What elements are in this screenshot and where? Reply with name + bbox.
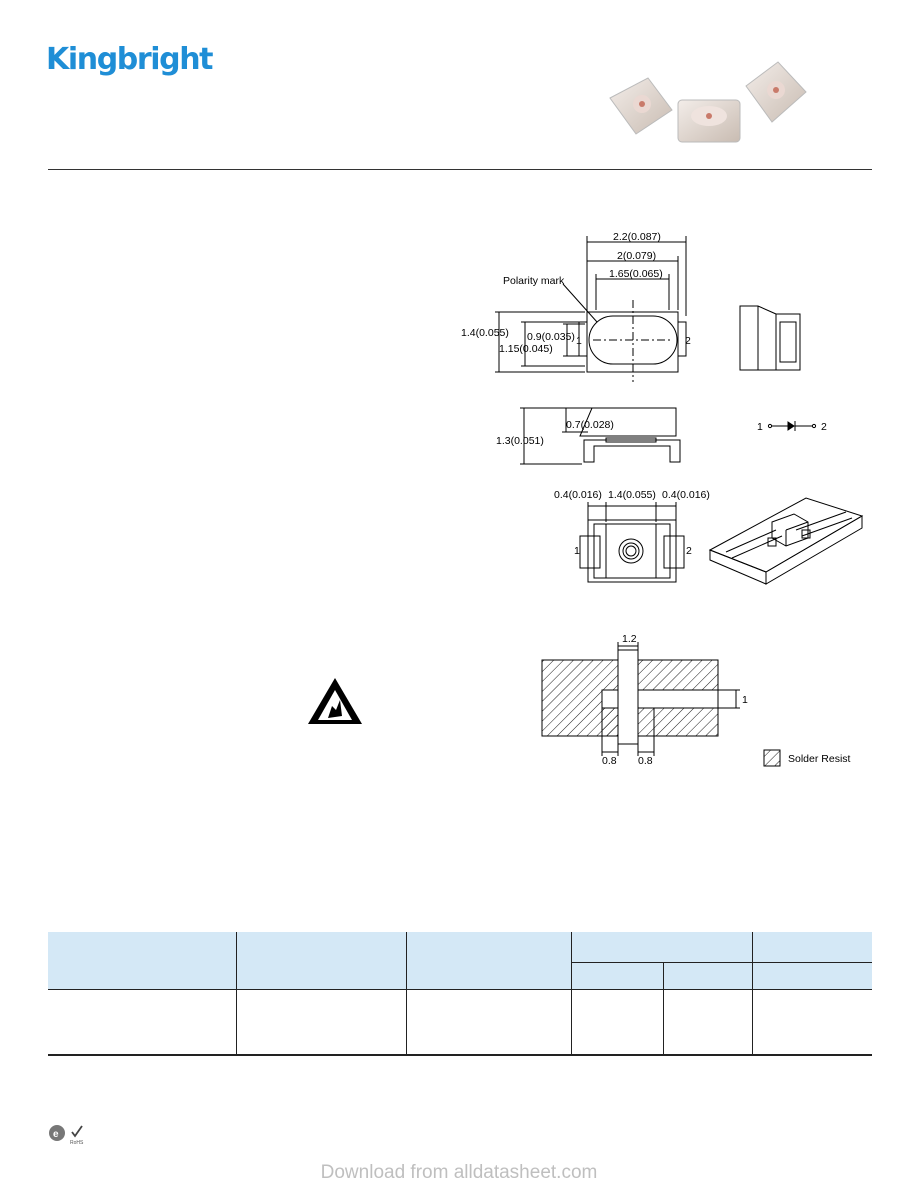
table-header-cell (571, 932, 753, 963)
compliance-logos: e RoHS (49, 1125, 84, 1146)
dim-body-width: 2(0.079) (617, 250, 656, 262)
dim-pad-right-width: 0.8 (638, 755, 653, 767)
led-package-left (609, 77, 673, 135)
bottom-view-drawing: 0.4(0.016) 1.4(0.055) 0.4(0.016) 1 2 (554, 489, 710, 583)
dim-pad-left: 0.4(0.016) (554, 489, 602, 501)
table-cell (571, 989, 664, 1056)
dim-body-height: 1.15(0.045) (499, 343, 553, 355)
svg-text:RoHS: RoHS (70, 1140, 84, 1146)
polarity-mark-label: Polarity mark (503, 275, 565, 287)
footer-watermark: Download from alldatasheet.com (320, 1162, 598, 1183)
dim-total-height: 1.3(0.051) (496, 435, 544, 447)
table-cell (236, 989, 407, 1056)
bottom-pin1: 1 (574, 545, 580, 557)
esd-warning-icon (308, 678, 362, 724)
pin2-label: 2 (685, 335, 691, 347)
dim-pad-right: 0.4(0.016) (662, 489, 710, 501)
diode-schematic: 1 2 (757, 421, 827, 433)
pin1-label: 1 (576, 335, 582, 347)
table-header-cell (236, 932, 407, 990)
led-package-center (677, 99, 741, 143)
table-cell (48, 989, 237, 1056)
product-photo (609, 61, 807, 143)
dim-overall-width: 2.2(0.087) (613, 231, 661, 243)
dim-pad-gap: 1.2 (622, 633, 637, 645)
table-subheader-cell (571, 962, 664, 990)
table-cell (406, 989, 572, 1056)
dim-center-spacing: 1.4(0.055) (608, 489, 656, 501)
table-header-cell (48, 932, 237, 990)
table-header-cell (406, 932, 572, 990)
dim-lens-height-side: 0.7(0.028) (566, 419, 614, 431)
table-subheader-cell (752, 962, 872, 990)
led-package-right (745, 61, 807, 123)
table-cell (752, 989, 872, 1056)
table-cell (663, 989, 753, 1056)
dim-pad-height: 1 (742, 694, 748, 706)
e-mark-logo: e (49, 1125, 65, 1141)
schematic-pin2: 2 (821, 421, 827, 433)
solder-resist-swatch (763, 749, 781, 767)
table-header-cell (752, 932, 872, 963)
table-subheader-cell (663, 962, 753, 990)
dim-lens-height: 0.9(0.035) (527, 331, 575, 343)
solder-resist-label: Solder Resist (788, 753, 851, 765)
table-row (48, 989, 872, 1056)
kingbright-logo: Kingbright (46, 42, 213, 77)
spec-table (48, 932, 872, 1056)
svg-text:e: e (53, 1129, 59, 1140)
pcb-mount-perspective (708, 497, 864, 585)
header-divider (48, 169, 872, 170)
dim-pad-left-width: 0.8 (602, 755, 617, 767)
pad-layout-drawing: 1.2 1 0.8 0.8 Solder Resist (541, 633, 851, 767)
bottom-pin2: 2 (686, 545, 692, 557)
side-view-drawing: 0.7(0.028) 1.3(0.051) (496, 407, 681, 465)
perspective-view-drawing (739, 305, 801, 371)
dim-lens-width: 1.65(0.065) (609, 268, 663, 280)
top-view-drawing: 2.2(0.087) 2(0.079) 1.65(0.065) Polarity… (461, 231, 691, 382)
schematic-pin1: 1 (757, 421, 763, 433)
dim-overall-height: 1.4(0.055) (461, 327, 509, 339)
rohs-logo: RoHS (70, 1125, 84, 1146)
